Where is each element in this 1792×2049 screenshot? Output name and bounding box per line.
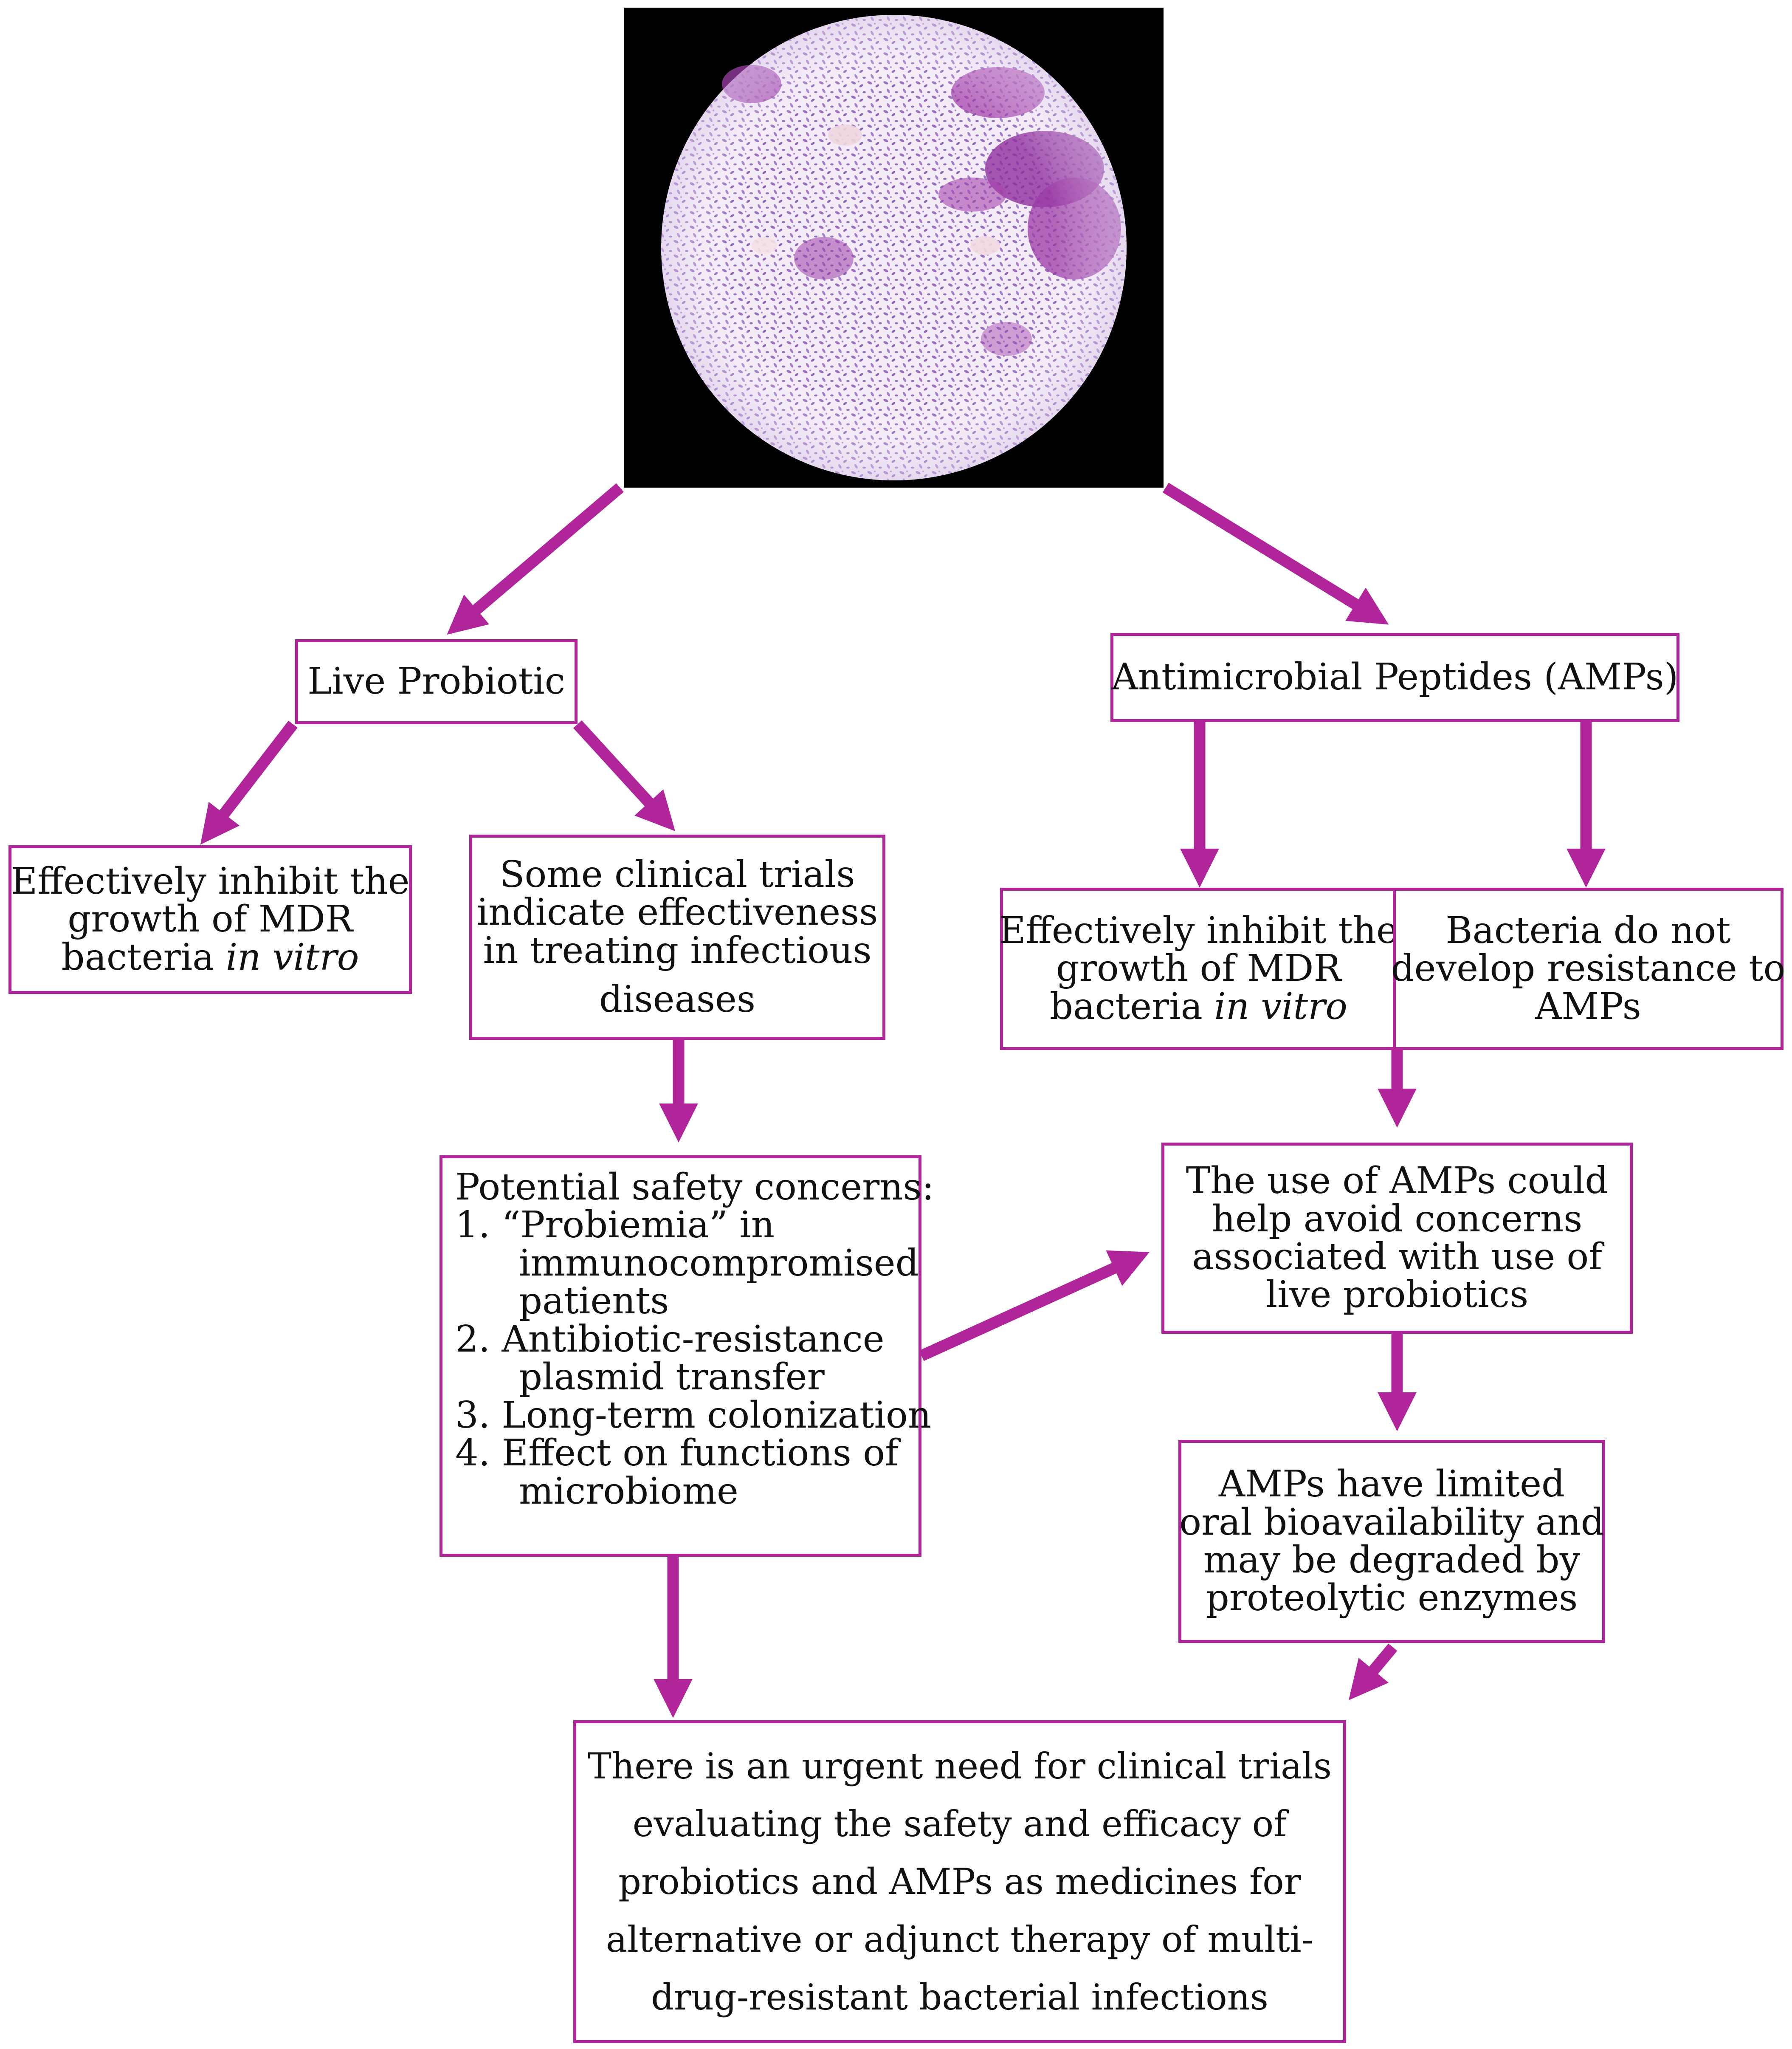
clinical-trials-line-3: in treating infectious xyxy=(483,929,872,972)
bacteria-smear-icon xyxy=(661,15,1127,480)
arrow-probiotic-to-inhibit xyxy=(200,720,298,845)
amp-use-line-2: help avoid concerns xyxy=(1212,1197,1583,1240)
probiotic-inhibit-box: Effectively inhibit the growth of MDR ba… xyxy=(8,845,412,994)
amp-use-box: The use of AMPs could help avoid concern… xyxy=(1161,1143,1633,1334)
safety-item-1: 1. “Probiemia” in xyxy=(455,1204,775,1247)
amp-inhibit-line-1: Effectively inhibit the xyxy=(999,909,1398,952)
clinical-trials-line-1: Some clinical trials xyxy=(499,853,855,896)
amp-use-line-3: associated with use of xyxy=(1192,1236,1602,1278)
conclusion-line-4: alternative or adjunct therapy of multi- xyxy=(606,1919,1313,1961)
clinical-trials-line-2: indicate effectiveness xyxy=(476,891,878,934)
safety-concerns-box: Potential safety concerns: 1. “Probiemia… xyxy=(440,1155,934,1557)
amp-inhibit-line-2: growth of MDR xyxy=(1056,947,1341,990)
clinical-trials-line-4: diseases xyxy=(599,978,756,1021)
amp-use-line-4: live probiotics xyxy=(1265,1273,1529,1316)
no-resistance-line-3: AMPs xyxy=(1535,985,1641,1028)
arrow-image-to-amps xyxy=(1162,483,1389,625)
safety-item-2: 2. Antibiotic-resistance xyxy=(455,1318,885,1360)
conclusion-line-2: evaluating the safety and efficacy of xyxy=(632,1803,1287,1845)
safety-item-2-cont: plasmid transfer xyxy=(519,1356,825,1399)
amp-inhibit-box: Effectively inhibit the growth of MDR ba… xyxy=(999,888,1398,1050)
arrow-limits-to-conclusion xyxy=(1348,1643,1398,1700)
live-probiotic-box: Live Probiotic xyxy=(295,639,578,724)
safety-item-3: 3. Long-term colonization xyxy=(455,1394,932,1437)
amp-limits-box: AMPs have limited oral bioavailability a… xyxy=(1178,1440,1605,1643)
conclusion-line-3: probiotics and AMPs as medicines for xyxy=(618,1860,1301,1902)
amps-box: Antimicrobial Peptides (AMPs) xyxy=(1110,633,1679,722)
microscope-bacteria-image xyxy=(624,8,1164,488)
no-resistance-line-1: Bacteria do not xyxy=(1445,909,1731,952)
conclusion-line-1: There is an urgent need for clinical tri… xyxy=(587,1745,1332,1787)
conclusion-line-5: drug-resistant bacterial infections xyxy=(651,1976,1268,2018)
amps-label: Antimicrobial Peptides (AMPs) xyxy=(1111,656,1679,699)
arrow-probiotic-to-trials xyxy=(573,720,676,831)
clinical-trials-box: Some clinical trials indicate effectiven… xyxy=(469,835,885,1040)
amp-limits-line-1: AMPs have limited xyxy=(1218,1463,1565,1506)
amp-inhibit-line-3: bacteria in vitro xyxy=(1050,985,1347,1028)
arrow-safety-to-ampuse xyxy=(919,1250,1150,1361)
safety-item-1-cont: immunocompromised xyxy=(519,1242,919,1284)
amp-limits-line-4: proteolytic enzymes xyxy=(1206,1577,1578,1620)
amp-use-line-1: The use of AMPs could xyxy=(1186,1160,1609,1202)
safety-heading: Potential safety concerns: xyxy=(455,1166,934,1208)
probiotic-inhibit-line-2: growth of MDR xyxy=(68,898,353,941)
amp-limits-line-2: oral bioavailability and xyxy=(1179,1501,1604,1544)
live-probiotic-label: Live Probiotic xyxy=(307,660,565,703)
safety-item-1-cont: patients xyxy=(519,1280,669,1323)
amp-limits-line-3: may be degraded by xyxy=(1203,1539,1581,1581)
conclusion-box: There is an urgent need for clinical tri… xyxy=(573,1720,1346,2043)
no-resistance-box: Bacteria do not develop resistance to AM… xyxy=(1391,888,1786,1050)
no-resistance-line-2: develop resistance to xyxy=(1391,947,1786,990)
probiotic-inhibit-line-1: Effectively inhibit the xyxy=(11,860,410,903)
probiotic-inhibit-line-3: bacteria in vitro xyxy=(61,936,359,979)
safety-item-4: 4. Effect on functions of xyxy=(455,1432,899,1475)
arrow-image-to-probiotic xyxy=(447,483,624,635)
safety-item-4-cont: microbiome xyxy=(519,1470,738,1513)
